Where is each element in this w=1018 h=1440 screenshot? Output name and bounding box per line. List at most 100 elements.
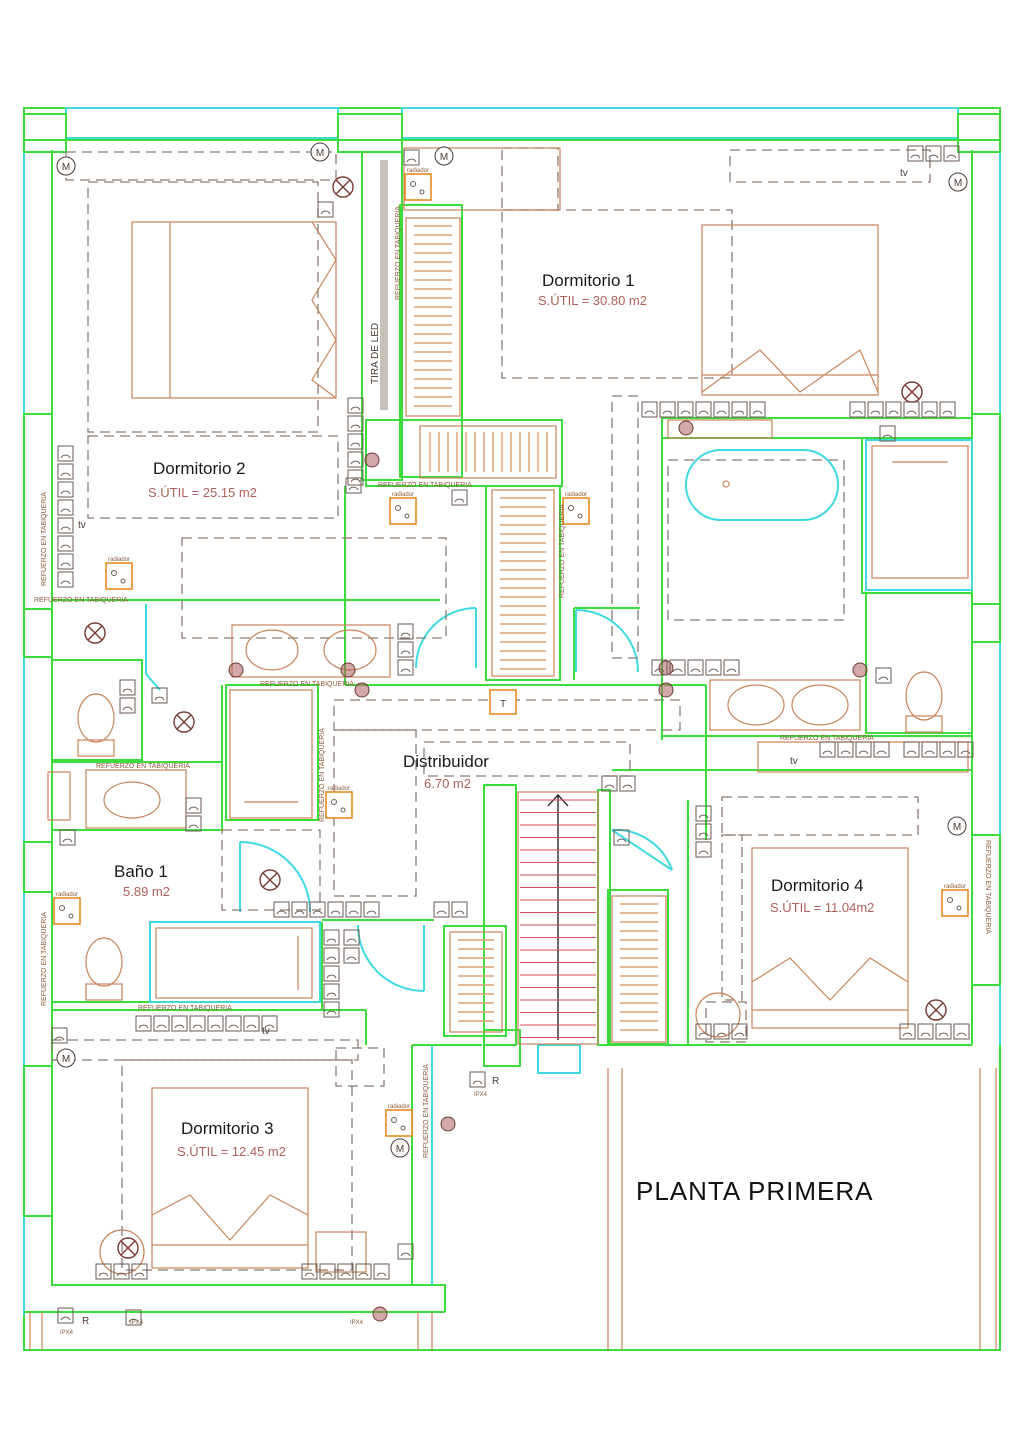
electrical-mechanism-icon	[291, 901, 308, 918]
electrical-mechanism-icon	[185, 797, 202, 814]
electrical-mechanism-icon	[51, 1027, 68, 1044]
radiator-label: radiador	[565, 492, 587, 498]
electrical-mechanism-icon	[659, 401, 676, 418]
electrical-mechanism-icon	[323, 983, 340, 1000]
room-name-dormitorio-2: Dormitorio 2	[153, 459, 246, 478]
electrical-mechanism-icon	[723, 659, 740, 676]
electrical-mechanism-icon	[125, 1309, 142, 1326]
led-strip	[380, 160, 388, 410]
reinforcement-note: REFUERZO EN TABIQUERIA	[41, 912, 48, 1006]
radiator-icon: radiador	[562, 492, 590, 525]
room-area-distribuidor: 6.70 m2	[424, 776, 471, 791]
electrical-mechanism-icon	[885, 401, 902, 418]
room-area-dormitorio-3: S.ÚTIL = 12.45 m2	[177, 1144, 286, 1159]
ip-labels: IPX4 IPX4 IPX4 IPX4 R R	[60, 1076, 499, 1336]
electrical-mechanism-icon	[189, 1015, 206, 1032]
electrical-mechanism-icon	[57, 445, 74, 462]
bed-dormitorio-1	[701, 224, 879, 396]
electrical-mechanism-icon	[323, 947, 340, 964]
electrical-mechanism-icon	[119, 697, 136, 714]
radiator-label: radiador	[56, 892, 78, 898]
electrical-mechanism-icon	[243, 1015, 260, 1032]
electrical-mechanism-icon	[347, 433, 364, 450]
electrical-mechanism-icon	[261, 1015, 278, 1032]
electrical-mechanism-icon	[95, 1263, 112, 1280]
radiators: radiador radiador radiador radiador radiador…	[53, 168, 969, 1137]
svg-text:M: M	[954, 178, 962, 189]
wardrobe-corridor	[419, 425, 557, 677]
electrical-mechanism-icon	[899, 1023, 916, 1040]
electrical-mechanism-icon	[731, 401, 748, 418]
motor-icon: M	[947, 816, 967, 836]
ip-label: IPX4	[60, 1330, 74, 1336]
electrical-mechanism-icon	[131, 1263, 148, 1280]
socket-r-label: R	[492, 1076, 499, 1087]
furniture	[47, 147, 969, 1275]
stair-symbol-box	[489, 689, 517, 715]
ceiling-light-icon	[901, 381, 923, 403]
stairs	[517, 791, 599, 1045]
ceiling-light-icon	[332, 176, 354, 198]
electrical-mechanism-icon	[819, 741, 836, 758]
tv-label: tv	[262, 1026, 270, 1037]
electrical-mechanism-icon	[225, 1015, 242, 1032]
svg-text:M: M	[62, 1054, 70, 1065]
electrical-mechanism-icon	[451, 901, 468, 918]
reinforcement-note: REFUERZO EN TABIQUERIA	[395, 206, 402, 300]
tv-labels: tv tv tv tv	[78, 168, 908, 1037]
electrical-mechanism-icon	[343, 947, 360, 964]
motor-icon: M	[310, 142, 330, 162]
room-labels: Dormitorio 1 S.ÚTIL = 30.80 m2 Dormitori…	[114, 271, 874, 1159]
wall-light-icon	[440, 1116, 456, 1132]
motor-icon: M	[434, 146, 454, 166]
wall-light-icon	[228, 662, 244, 678]
led-strip-label: TIRA DE LED	[370, 323, 381, 384]
wall-light-icon	[364, 452, 380, 468]
electrical-mechanism-icon	[875, 667, 892, 684]
electrical-mechanism-icon	[113, 1263, 130, 1280]
electrical-mechanism-icon	[619, 775, 636, 792]
electrical-mechanism-icon	[59, 829, 76, 846]
wardrobe-dorm4	[449, 895, 667, 1043]
reinforcement-note: REFUERZO EN TABIQUERIA	[423, 1064, 430, 1158]
electrical-mechanism-icon	[403, 149, 420, 166]
room-area-dormitorio-2: S.ÚTIL = 25.15 m2	[148, 485, 257, 500]
electrical-mechanism-icon	[601, 775, 618, 792]
socket-r-label: R	[82, 1316, 89, 1327]
motor-icon: M	[56, 156, 76, 176]
wall-light-icon	[678, 420, 694, 436]
plan-title: PLANTA PRIMERA	[636, 1176, 873, 1206]
radiator-label: radiador	[328, 786, 350, 792]
radiator-icon: radiador	[105, 557, 133, 590]
electrical-mechanisms	[51, 145, 974, 1326]
radiator-icon: radiador	[404, 168, 432, 201]
room-area-dormitorio-4: S.ÚTIL = 11.04m2	[770, 900, 874, 915]
room-area-bano-1: 5.89 m2	[123, 884, 170, 899]
electrical-mechanism-icon	[347, 415, 364, 432]
wall-light-icon	[372, 1306, 388, 1322]
ceiling-light-icon	[925, 999, 947, 1021]
wall-light-icon	[852, 662, 868, 678]
electrical-mechanism-icon	[171, 1015, 188, 1032]
electrical-mechanism-icon	[57, 499, 74, 516]
radiator-label: radiador	[388, 1104, 410, 1110]
electrical-mechanism-icon	[943, 145, 960, 162]
ceiling-light-icon	[117, 1237, 139, 1259]
electrical-mechanism-icon	[867, 401, 884, 418]
electrical-mechanism-icon	[119, 679, 136, 696]
electrical-mechanism-icon	[185, 815, 202, 832]
wall-light-icon	[658, 682, 674, 698]
electrical-mechanism-icon	[749, 401, 766, 418]
tv-label: tv	[790, 756, 798, 767]
ceiling-light-icon	[84, 622, 106, 644]
wall-light-icon	[354, 682, 370, 698]
electrical-mechanism-icon	[363, 901, 380, 918]
reinforcement-note: REFUERZO EN TABIQUERIA	[138, 1005, 232, 1012]
electrical-mechanism-icon	[57, 1307, 74, 1324]
electrical-mechanism-icon	[273, 901, 290, 918]
electrical-mechanism-icon	[57, 517, 74, 534]
electrical-mechanism-icon	[373, 1263, 390, 1280]
radiator-icon: radiador	[389, 492, 417, 525]
